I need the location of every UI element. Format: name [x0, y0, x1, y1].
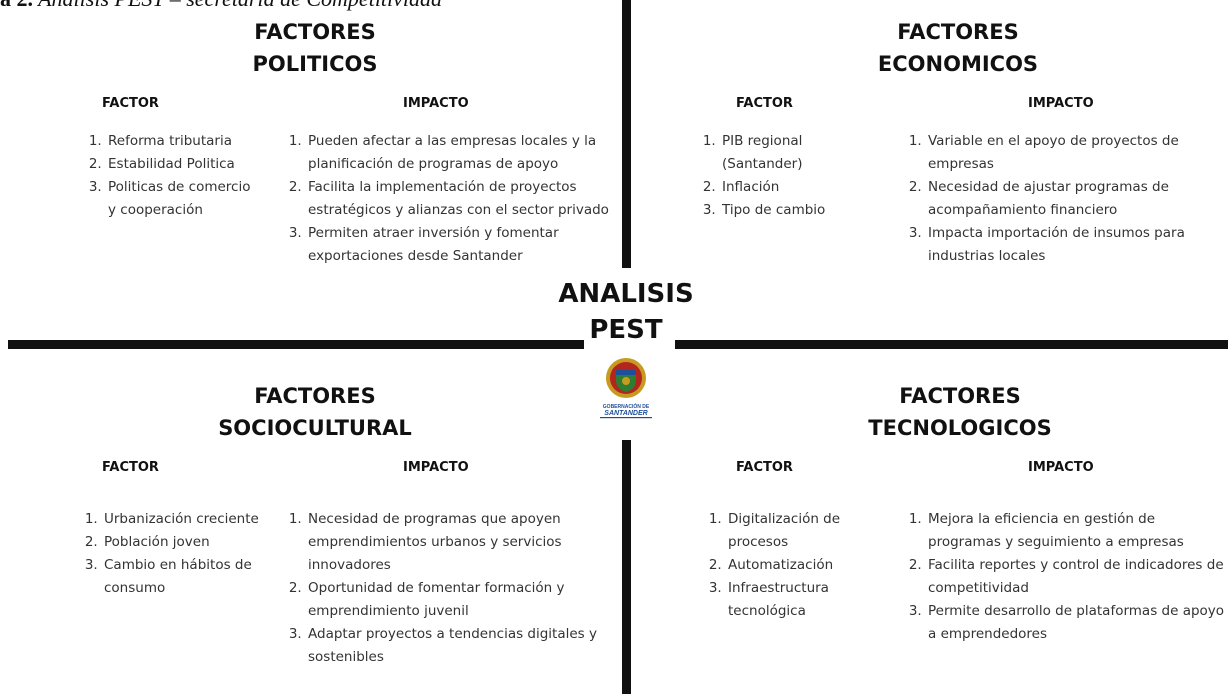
economic-factor-header: FACTOR: [736, 96, 793, 111]
sociocultural-impact-list: Necesidad de programas que apoyen empren…: [280, 508, 611, 669]
sociocultural-title-line2: SOCIOCULTURAL: [218, 416, 412, 440]
political-title-line1: FACTORES: [254, 20, 376, 44]
sociocultural-impact-item: Oportunidad de fomentar formación y empr…: [306, 577, 611, 623]
center-title-line1: ANALISIS: [558, 279, 694, 309]
technological-impact-item: Permite desarrollo de plataformas de apo…: [926, 600, 1228, 646]
political-impact-header: IMPACTO: [403, 96, 469, 111]
sociocultural-factor-header: FACTOR: [102, 460, 159, 475]
sociocultural-impact-item: Adaptar proyectos a tendencias digitales…: [306, 623, 611, 669]
caption-text: Análisis PEST – secretaría de Competitiv…: [38, 0, 442, 11]
technological-factor-item: Automatización: [726, 554, 876, 577]
shield-top-band: [616, 370, 636, 375]
sociocultural-title-line1: FACTORES: [254, 384, 376, 408]
technological-factor-item: Infraestructura tecnológica: [726, 577, 876, 623]
technological-factor-item: Digitalización de procesos: [726, 508, 876, 554]
vertical-divider-top: [622, 0, 631, 268]
political-impact-item: Facilita la implementación de proyectos …: [306, 176, 611, 222]
economic-impact-item: Necesidad de ajustar programas de acompa…: [926, 176, 1226, 222]
economic-impact-item: Impacta importación de insumos para indu…: [926, 222, 1226, 268]
technological-title-line2: TECNOLOGICOS: [868, 416, 1052, 440]
political-factor-header: FACTOR: [102, 96, 159, 111]
political-factor-item: Reforma tributaria: [106, 130, 256, 153]
horizontal-divider-left: [8, 340, 584, 349]
sociocultural-factor-item: Población joven: [102, 531, 262, 554]
sociocultural-factor-item: Cambio en hábitos de consumo: [102, 554, 262, 600]
sociocultural-impact-item: Necesidad de programas que apoyen empren…: [306, 508, 611, 577]
political-factor-item: Politicas de comercio y cooperación: [106, 176, 256, 222]
sociocultural-impact-header: IMPACTO: [403, 460, 469, 475]
technological-title: FACTORES TECNOLOGICOS: [830, 380, 1090, 444]
economic-title-line2: ECONOMICOS: [877, 52, 1039, 76]
political-impact-item: Permiten atraer inversión y fomentar exp…: [306, 222, 611, 268]
economic-factor-item: PIB regional (Santander): [720, 130, 870, 176]
political-factor-list: Reforma tributaria Estabilidad Politica …: [80, 130, 256, 222]
economic-factor-item: Tipo de cambio: [720, 199, 870, 222]
economic-factor-item: Inflación: [720, 176, 870, 199]
economic-title-line1: FACTORES: [897, 20, 1019, 44]
logo-text-line1: GOBERNACIÓN DE: [603, 402, 650, 410]
caption-label: a 2.: [0, 0, 33, 11]
logo-text-line2: SANTANDER: [604, 410, 647, 417]
technological-title-line1: FACTORES: [899, 384, 1021, 408]
economic-impact-list: Variable en el apoyo de proyectos de emp…: [900, 130, 1226, 268]
political-title-line2: POLITICOS: [252, 52, 378, 76]
figure-caption: a 2. Análisis PEST – secretaría de Compe…: [0, 0, 442, 12]
sociocultural-factor-item: Urbanización creciente: [102, 508, 262, 531]
sociocultural-title: FACTORES SOCIOCULTURAL: [180, 380, 450, 444]
technological-impact-list: Mejora la eficiencia en gestión de progr…: [900, 508, 1228, 646]
economic-impact-item: Variable en el apoyo de proyectos de emp…: [926, 130, 1226, 176]
technological-impact-item: Mejora la eficiencia en gestión de progr…: [926, 508, 1228, 554]
political-impact-list: Pueden afectar a las empresas locales y …: [280, 130, 611, 268]
technological-impact-item: Facilita reportes y control de indicador…: [926, 554, 1228, 600]
center-title-line2: PEST: [589, 315, 663, 345]
vertical-divider-bottom: [622, 440, 631, 694]
political-impact-item: Pueden afectar a las empresas locales y …: [306, 130, 611, 176]
economic-title: FACTORES ECONOMICOS: [838, 16, 1078, 80]
gobernacion-santander-logo: GOBERNACIÓN DE SANTANDER: [600, 358, 652, 419]
political-title: FACTORES POLITICOS: [200, 16, 430, 80]
center-title: ANALISIS PEST: [540, 276, 712, 348]
technological-factor-list: Digitalización de procesos Automatizació…: [700, 508, 876, 623]
economic-impact-header: IMPACTO: [1028, 96, 1094, 111]
technological-impact-header: IMPACTO: [1028, 460, 1094, 475]
shield-emblem: [622, 377, 630, 385]
sociocultural-factor-list: Urbanización creciente Población joven C…: [76, 508, 262, 600]
political-factor-item: Estabilidad Politica: [106, 153, 256, 176]
technological-factor-header: FACTOR: [736, 460, 793, 475]
logo-underline: [600, 417, 652, 419]
horizontal-divider-right: [675, 340, 1228, 349]
economic-factor-list: PIB regional (Santander) Inflación Tipo …: [694, 130, 870, 222]
